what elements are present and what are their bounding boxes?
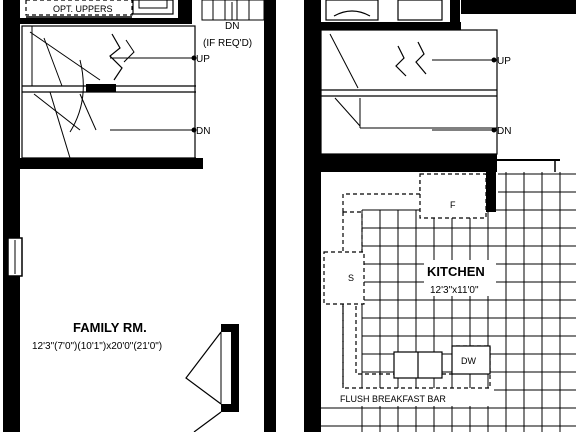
- left-stair-up-label: UP: [196, 54, 210, 65]
- kitchen-title: KITCHEN: [427, 264, 485, 279]
- upper-appliances: [325, 0, 443, 21]
- fridge-label: F: [450, 200, 456, 210]
- dishwasher-label: DW: [461, 356, 476, 366]
- breakfast-bar-label: FLUSH BREAKFAST BAR: [340, 394, 446, 404]
- dishwasher-box: [451, 345, 491, 375]
- fridge-box: [419, 173, 487, 219]
- opt-uppers-box: [25, 0, 133, 16]
- left-upper-partition: [20, 18, 192, 24]
- dn-top-label: DN: [225, 21, 239, 32]
- right-unit: UP DN: [304, 0, 576, 432]
- stove-box: [323, 251, 365, 305]
- right-stair-up-label: UP: [497, 56, 511, 67]
- left-stair: [21, 25, 196, 161]
- left-unit-east-wall: [264, 0, 276, 432]
- left-unit-west-wall: [3, 0, 20, 432]
- right-stair-dn-label: DN: [497, 126, 511, 137]
- sink: [393, 351, 443, 379]
- stove-label: S: [348, 273, 354, 283]
- kitchen-dims: 12'3"x11'0": [430, 285, 479, 296]
- left-stair-dn-label: DN: [196, 126, 210, 137]
- left-door: [185, 324, 239, 432]
- cabinet-box: [132, 0, 174, 15]
- right-unit-north-wall: [461, 0, 576, 14]
- family-room-title: FAMILY RM.: [73, 320, 147, 335]
- upper-stair-treads: [201, 0, 265, 21]
- right-stair: [320, 29, 498, 155]
- left-stair-bottom-wall: [3, 158, 203, 169]
- right-stair-bottom-wall: [321, 154, 497, 162]
- if-reqd-label: (IF REQ'D): [203, 38, 252, 49]
- right-unit-west-wall: [304, 0, 321, 432]
- left-unit: OPT. UPPERS DN (IF REQ'D): [3, 0, 276, 432]
- opt-uppers-label: OPT. UPPERS: [53, 4, 113, 14]
- family-room-dims: 12'3"(7'0")(10'1")x20'0"(21'0"): [32, 341, 162, 352]
